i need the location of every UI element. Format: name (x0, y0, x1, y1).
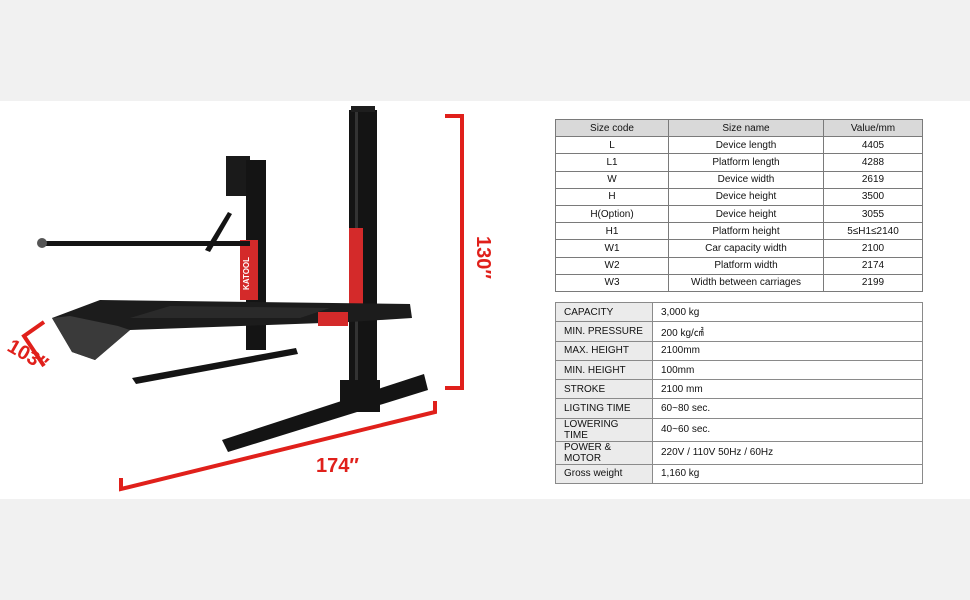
base-legs (132, 348, 428, 452)
length-dimension-label: 174″ (316, 455, 359, 477)
size-name: Platform width (668, 256, 824, 275)
size-name: Device width (668, 170, 824, 189)
table-row: MIN. HEIGHT 100mm (555, 359, 923, 381)
header-size-code: Size code (555, 118, 669, 138)
header-value: Value/mm (823, 118, 923, 138)
spec-value: 2100mm (652, 340, 923, 361)
table-row: LIGTING TIME 60~80 sec. (555, 398, 923, 419)
spec-key: MAX. HEIGHT (555, 340, 653, 361)
height-dimension-label: 130″ (472, 236, 494, 279)
table-row: POWER & MOTOR 220V / 110V 50Hz / 60Hz (555, 440, 923, 465)
length-dimension-line (119, 401, 437, 492)
table-row: L Device length 4405 (555, 136, 923, 155)
size-value: 3055 (823, 204, 923, 224)
height-dimension-line (445, 114, 464, 390)
size-code: H (555, 187, 669, 206)
size-value: 2619 (823, 170, 923, 189)
size-name: Platform height (668, 222, 824, 241)
size-name: Device height (668, 204, 824, 224)
parking-lift-illustration: KATOOL 130″ 103″ 174″ (4, 106, 494, 492)
spec-key: POWER & MOTOR (555, 440, 653, 465)
table-row: W2 Platform width 2174 (555, 256, 923, 275)
spec-key: LIGTING TIME (555, 398, 653, 419)
depth-dimension-line (21, 320, 46, 368)
spec-value: 220V / 110V 50Hz / 60Hz (652, 440, 923, 465)
size-value: 2174 (823, 256, 923, 275)
spec-key: MIN. HEIGHT (555, 359, 653, 381)
spec-key: STROKE (555, 379, 653, 400)
size-code: W1 (555, 239, 669, 258)
size-name: Device height (668, 187, 824, 206)
spec-value: 3,000 kg (652, 301, 923, 323)
table-row: L1 Platform length 4288 (555, 153, 923, 172)
spec-value: 2100 mm (652, 379, 923, 400)
table-row: CAPACITY 3,000 kg (555, 301, 923, 323)
spec-table: CAPACITY 3,000 kg MIN. PRESSURE 200 kg/㎠… (555, 301, 923, 485)
size-code: W2 (555, 256, 669, 275)
spec-value: 60~80 sec. (652, 398, 923, 419)
size-code: W (555, 170, 669, 189)
size-name: Platform length (668, 153, 824, 172)
size-value: 5≤H1≤2140 (823, 222, 923, 241)
table-row: W Device width 2619 (555, 170, 923, 189)
table-row: Gross weight 1,160 kg (555, 463, 923, 485)
support-arm (37, 212, 250, 252)
size-code: H1 (555, 222, 669, 241)
table-row: H1 Platform height 5≤H1≤2140 (555, 222, 923, 241)
size-table: Size code Size name Value/mm L Device le… (555, 118, 923, 292)
dimension-lines (21, 114, 464, 492)
platform (52, 300, 412, 360)
size-value: 4405 (823, 136, 923, 155)
table-row: MAX. HEIGHT 2100mm (555, 340, 923, 361)
spec-key: CAPACITY (555, 301, 653, 323)
table-row: H(Option) Device height 3055 (555, 204, 923, 224)
table-row: W3 Width between carriages 2199 (555, 273, 923, 292)
table-row: W1 Car capacity width 2100 (555, 239, 923, 258)
spec-key: Gross weight (555, 463, 653, 485)
table-row: LOWERING TIME 40~60 sec. (555, 417, 923, 442)
size-name: Width between carriages (668, 273, 824, 292)
spec-value: 100mm (652, 359, 923, 381)
size-table-header-row: Size code Size name Value/mm (555, 118, 923, 138)
table-row: STROKE 2100 mm (555, 379, 923, 400)
spec-key: MIN. PRESSURE (555, 321, 653, 342)
brand-label: KATOOL (242, 257, 251, 290)
size-name: Car capacity width (668, 239, 824, 258)
spec-value: 1,160 kg (652, 463, 923, 485)
size-value: 2199 (823, 273, 923, 292)
size-value: 4288 (823, 153, 923, 172)
size-code: W3 (555, 273, 669, 292)
size-value: 3500 (823, 187, 923, 206)
size-code: L (555, 136, 669, 155)
size-name: Device length (668, 136, 824, 155)
table-row: H Device height 3500 (555, 187, 923, 206)
spec-key: LOWERING TIME (555, 417, 653, 442)
spec-value: 200 kg/㎠ (652, 321, 923, 342)
size-value: 2100 (823, 239, 923, 258)
size-code: L1 (555, 153, 669, 172)
spec-value: 40~60 sec. (652, 417, 923, 442)
table-row: MIN. PRESSURE 200 kg/㎠ (555, 321, 923, 342)
size-code: H(Option) (555, 204, 669, 224)
main-post (349, 106, 377, 410)
header-size-name: Size name (668, 118, 824, 138)
